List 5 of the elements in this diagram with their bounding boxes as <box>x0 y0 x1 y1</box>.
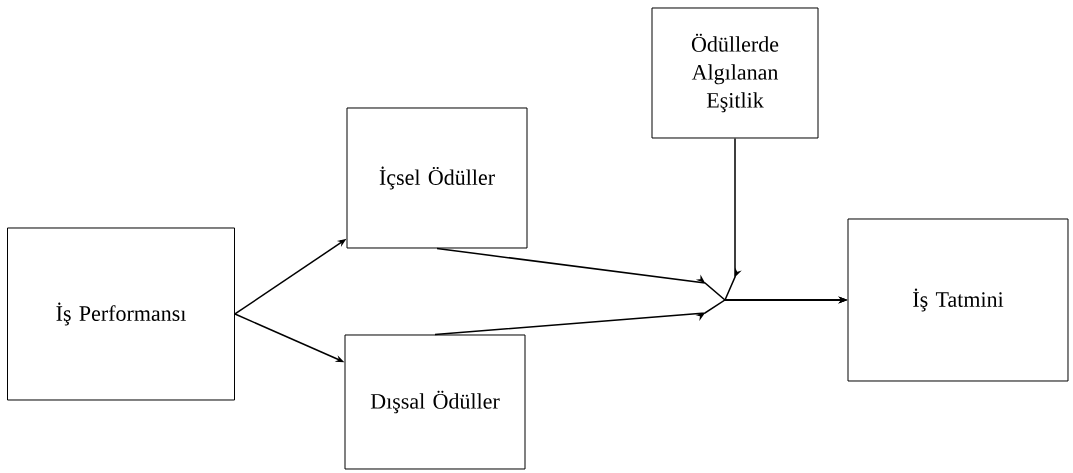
box: İş Performansı <box>7 227 235 401</box>
box: Dışsal Ödüller <box>344 334 526 470</box>
box: İş Tatmini <box>847 218 1069 382</box>
box: İçsel Ödüller <box>346 107 528 249</box>
box: Ödüllerde Algılanan Eşitlik <box>651 7 819 139</box>
